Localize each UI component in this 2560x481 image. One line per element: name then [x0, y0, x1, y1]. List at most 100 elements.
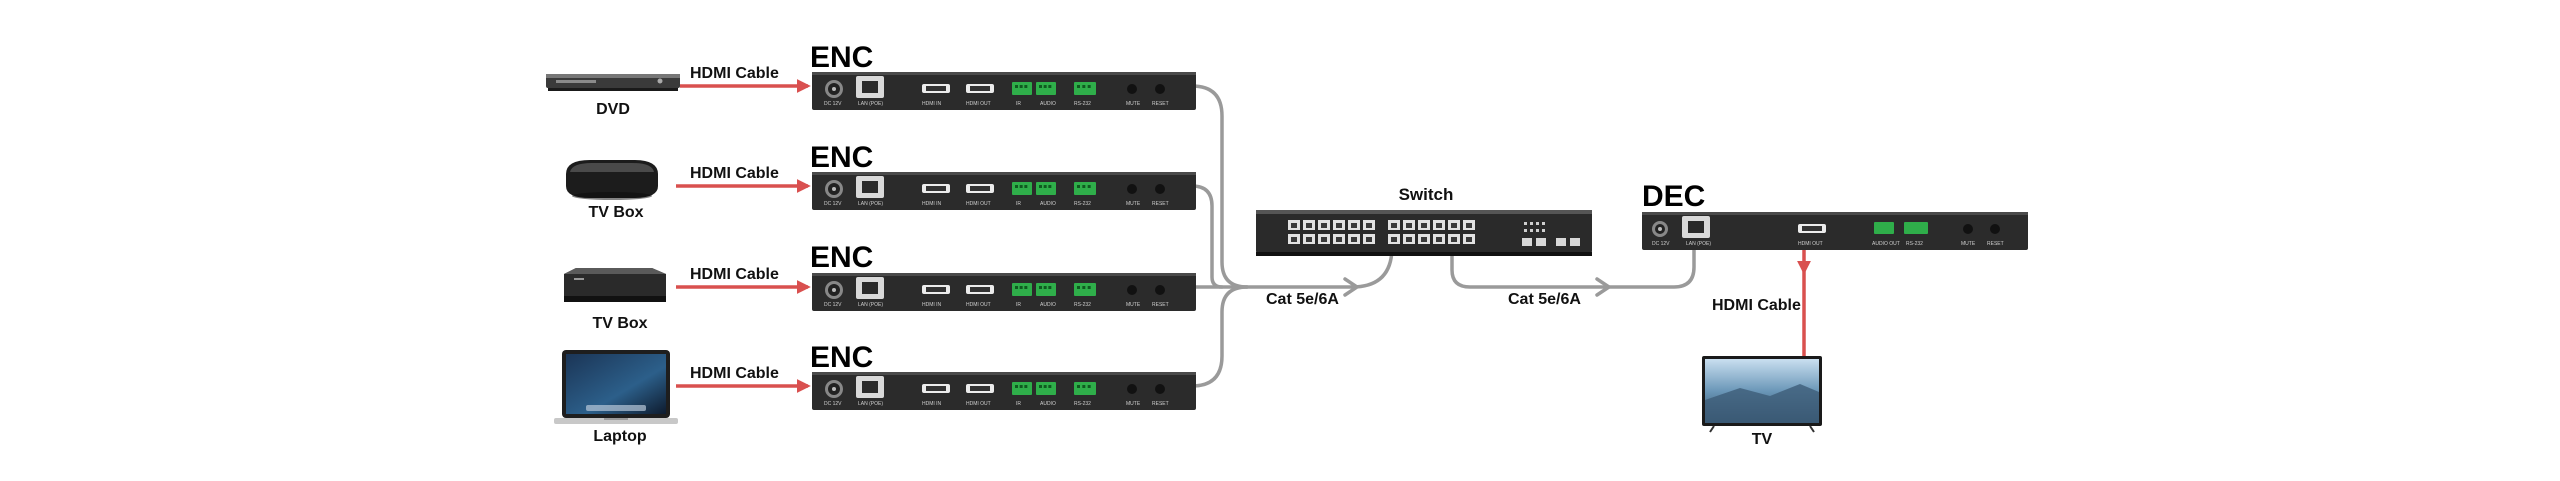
switch-port-jack: [1306, 223, 1312, 228]
encoder-port-label: LAN (POE): [858, 201, 883, 207]
switch-port-jack: [1451, 237, 1457, 242]
switch-port-jack: [1421, 237, 1427, 242]
switch-port-jack: [1306, 237, 1312, 242]
encoder-port-label: DC 12V: [824, 302, 842, 308]
encoder-port-label: IR: [1016, 401, 1021, 407]
switch-ports: [1288, 220, 1475, 244]
switch-port-jack: [1436, 223, 1442, 228]
switch-status-leds: [1524, 222, 1545, 232]
decoder-port-label-2: LAN (POE): [1686, 241, 1711, 247]
network-switch-icon: [1256, 210, 1592, 256]
switch-port-jack: [1291, 237, 1297, 242]
encoder-port-label: DC 12V: [824, 101, 842, 107]
switch-port-jack: [1366, 223, 1372, 228]
switch-port-jack: [1351, 223, 1357, 228]
encoder-port-label: HDMI OUT: [966, 302, 991, 308]
encoder-port-label: MUTE: [1126, 201, 1141, 207]
decoder-title: DEC: [1642, 180, 1705, 213]
encoder-port-label: LAN (POE): [858, 401, 883, 407]
encoder-port-label: AUDIO: [1040, 201, 1056, 207]
encoder-port-label: IR: [1016, 302, 1021, 308]
switch-port-jack: [1391, 237, 1397, 242]
source-label-2: TV Box: [588, 204, 643, 221]
decoder-port-label-1: DC 12V: [1652, 241, 1670, 247]
switch-port-jack: [1466, 237, 1472, 242]
encoder-port-label: DC 12V: [824, 201, 842, 207]
encoder-port-label: RS-232: [1074, 101, 1091, 107]
encoder-port-label: IR: [1016, 101, 1021, 107]
encoder-title-3: ENC: [810, 241, 873, 274]
encoder-port-label: RS-232: [1074, 302, 1091, 308]
cat-cable-enc-2: [1190, 184, 1224, 289]
cat-cable-enc-1: [1190, 84, 1249, 289]
switch-port-jack: [1451, 223, 1457, 228]
hdmi-cable-label-tv: HDMI Cable: [1712, 297, 1801, 314]
encoder-port-label: HDMI IN: [922, 101, 942, 107]
encoder-port-label: HDMI OUT: [966, 201, 991, 207]
switch-port-jack: [1391, 223, 1397, 228]
encoder-port-label: DC 12V: [824, 401, 842, 407]
switch-port-jack: [1406, 237, 1412, 242]
decoder-port-label-5: RS-232: [1906, 241, 1923, 247]
decoder-port-label-4: AUDIO OUT: [1872, 241, 1900, 247]
switch-port-jack: [1336, 237, 1342, 242]
switch-port-jack: [1351, 237, 1357, 242]
cat-cable-into-dec: [1602, 236, 1696, 289]
encoder-port-label: MUTE: [1126, 302, 1141, 308]
encoder-port-label: MUTE: [1126, 401, 1141, 407]
cat-label-switch-dec: Cat 5e/6A: [1508, 291, 1581, 308]
switch-port-jack: [1421, 223, 1427, 228]
switch-port-jack: [1321, 223, 1327, 228]
encoder-device-icon: DC 12V LAN (POE) HDMI IN HDMI OUT IR AUDIO RS-…: [812, 273, 1196, 311]
tv-icon: [1702, 356, 1822, 433]
cat-cables-enc-to-switch: [1190, 84, 1696, 388]
switch-port-jack: [1436, 237, 1442, 242]
encoder-port-label: HDMI IN: [922, 302, 942, 308]
switch-port-jack: [1466, 223, 1472, 228]
hdmi-cable-label-4: HDMI Cable: [690, 365, 779, 382]
decoder-port-label-7: RESET: [1987, 241, 2004, 247]
tv-box-icon: [566, 160, 658, 200]
encoder-port-label: AUDIO: [1040, 401, 1056, 407]
encoder-port-label: RESET: [1152, 401, 1169, 407]
switch-title: Switch: [1399, 185, 1454, 204]
encoder-title-1: ENC: [810, 41, 873, 74]
encoder-title-4: ENC: [810, 341, 873, 374]
tv-box-icon: [564, 268, 666, 302]
switch-port-jack: [1366, 237, 1372, 242]
encoders: DC 12V LAN (POE) HDMI IN HDMI OUT IR AUDIO RS-…: [812, 72, 1196, 410]
switch-port-jack: [1291, 223, 1297, 228]
decoder-device-icon: DC 12V LAN (POE) HDMI OUT AUDIO OUT RS-2…: [1642, 212, 2028, 250]
laptop-icon: [554, 350, 678, 424]
encoder-port-label: RESET: [1152, 302, 1169, 308]
source-label-4: Laptop: [593, 428, 647, 445]
cat-cable-enc-4: [1190, 285, 1249, 388]
encoder-port-label: RESET: [1152, 101, 1169, 107]
encoder-port-label: LAN (POE): [858, 302, 883, 308]
switch-sfp-ports: [1522, 238, 1580, 246]
hdmi-cable-label-1: HDMI Cable: [690, 65, 779, 82]
encoder-port-label: LAN (POE): [858, 101, 883, 107]
decoder-port-label-3: HDMI OUT: [1798, 241, 1823, 247]
encoder-title-2: ENC: [810, 141, 873, 174]
cat-cable-arrowhead-switch: [1343, 277, 1361, 297]
encoder-port-label: IR: [1016, 201, 1021, 207]
source-label-1: DVD: [596, 101, 630, 118]
encoder-port-label: AUDIO: [1040, 101, 1056, 107]
switch-port-jack: [1336, 223, 1342, 228]
hdmi-cable-label-2: HDMI Cable: [690, 165, 779, 182]
dvd-player-icon: [546, 74, 680, 91]
encoder-port-label: RESET: [1152, 201, 1169, 207]
switch-port-jack: [1321, 237, 1327, 242]
cat-cable-switch-to-dec: [1450, 248, 1606, 289]
hdmi-cable-label-3: HDMI Cable: [690, 266, 779, 283]
encoder-port-label: MUTE: [1126, 101, 1141, 107]
encoder-port-label: HDMI IN: [922, 201, 942, 207]
source-label-3: TV Box: [592, 315, 647, 332]
display-label: TV: [1752, 431, 1773, 448]
encoder-port-label: HDMI OUT: [966, 401, 991, 407]
encoder-port-label: AUDIO: [1040, 302, 1056, 308]
